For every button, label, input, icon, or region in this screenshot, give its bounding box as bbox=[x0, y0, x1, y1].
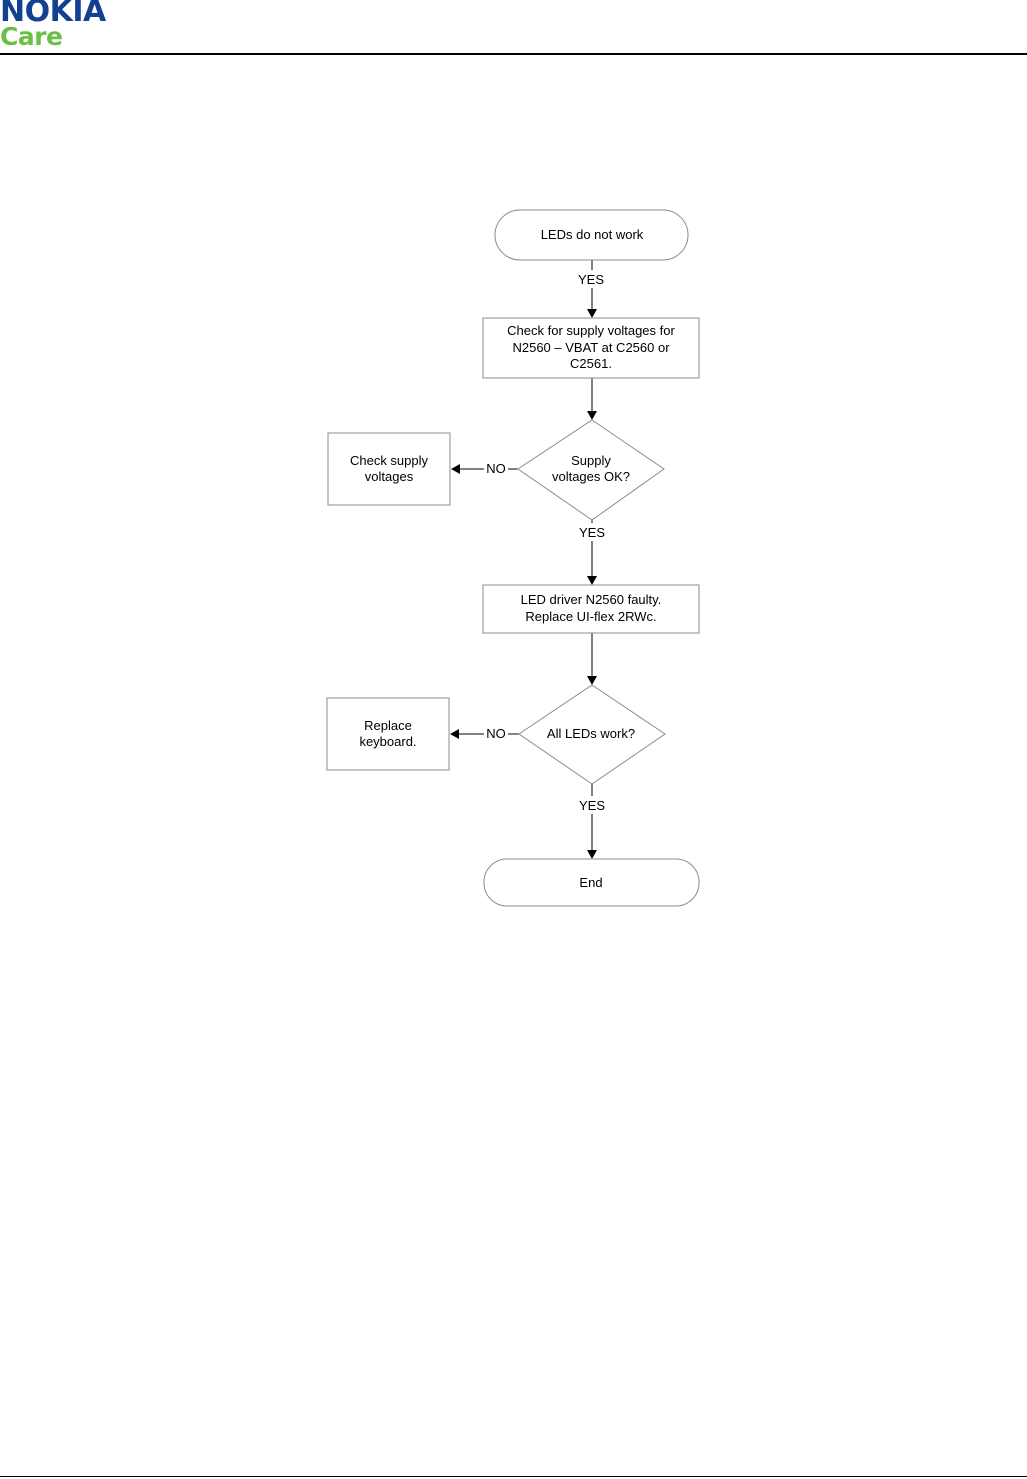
check-supply-line-2: voltages bbox=[365, 469, 414, 484]
arrow-to-check-supply bbox=[451, 464, 460, 474]
replace-keyboard-line-1: Replace bbox=[364, 718, 412, 733]
end-label: End bbox=[579, 875, 602, 890]
page-header: NOKIA Care bbox=[0, 0, 1027, 56]
led-driver-step: LED driver N2560 faulty. Replace UI-flex… bbox=[482, 584, 700, 634]
supply-decision-line-2: voltages OK? bbox=[552, 469, 630, 484]
arrow-to-check bbox=[587, 309, 597, 318]
arrow-to-replace-keyboard bbox=[450, 729, 459, 739]
footer-rule bbox=[0, 1476, 1027, 1477]
nokia-logo: NOKIA bbox=[0, 0, 106, 29]
check-voltages-line-1: Check for supply voltages for bbox=[507, 323, 675, 338]
check-supply-box: Check supply voltages bbox=[327, 432, 451, 506]
arrow-to-led-driver bbox=[587, 576, 597, 585]
edge-label-supply-yes: YES bbox=[579, 525, 605, 540]
led-driver-line-2: Replace UI-flex 2RWc. bbox=[525, 609, 656, 624]
edge-label-leds-no: NO bbox=[486, 726, 506, 741]
edge-label-leds-yes: YES bbox=[579, 798, 605, 813]
supply-decision-line-1: Supply bbox=[571, 453, 611, 468]
led-driver-line-1: LED driver N2560 faulty. bbox=[521, 592, 662, 607]
end-terminator: End bbox=[483, 858, 700, 907]
header-rule bbox=[0, 53, 1027, 55]
arrow-to-end bbox=[587, 850, 597, 859]
check-voltages-line-2: N2560 – VBAT at C2560 or bbox=[512, 340, 670, 355]
arrow-to-supply-decision bbox=[587, 411, 597, 420]
connectors bbox=[450, 260, 597, 859]
care-logo: Care bbox=[0, 22, 63, 51]
check-voltages-line-3: C2561. bbox=[570, 356, 612, 371]
replace-keyboard-line-2: keyboard. bbox=[359, 734, 416, 749]
replace-keyboard-box: Replace keyboard. bbox=[326, 697, 450, 771]
check-supply-line-1: Check supply bbox=[350, 453, 429, 468]
check-voltages-step: Check for supply voltages for N2560 – VB… bbox=[482, 317, 700, 379]
edge-label-start-yes: YES bbox=[578, 272, 604, 287]
edge-label-supply-no: NO bbox=[486, 461, 506, 476]
start-terminator: LEDs do not work bbox=[494, 209, 689, 261]
start-label: LEDs do not work bbox=[541, 227, 644, 242]
supply-ok-decision: Supply voltages OK? bbox=[517, 419, 665, 521]
leds-decision-label: All LEDs work? bbox=[547, 726, 635, 741]
arrow-to-leds-decision bbox=[587, 676, 597, 685]
all-leds-decision: All LEDs work? bbox=[518, 684, 666, 785]
